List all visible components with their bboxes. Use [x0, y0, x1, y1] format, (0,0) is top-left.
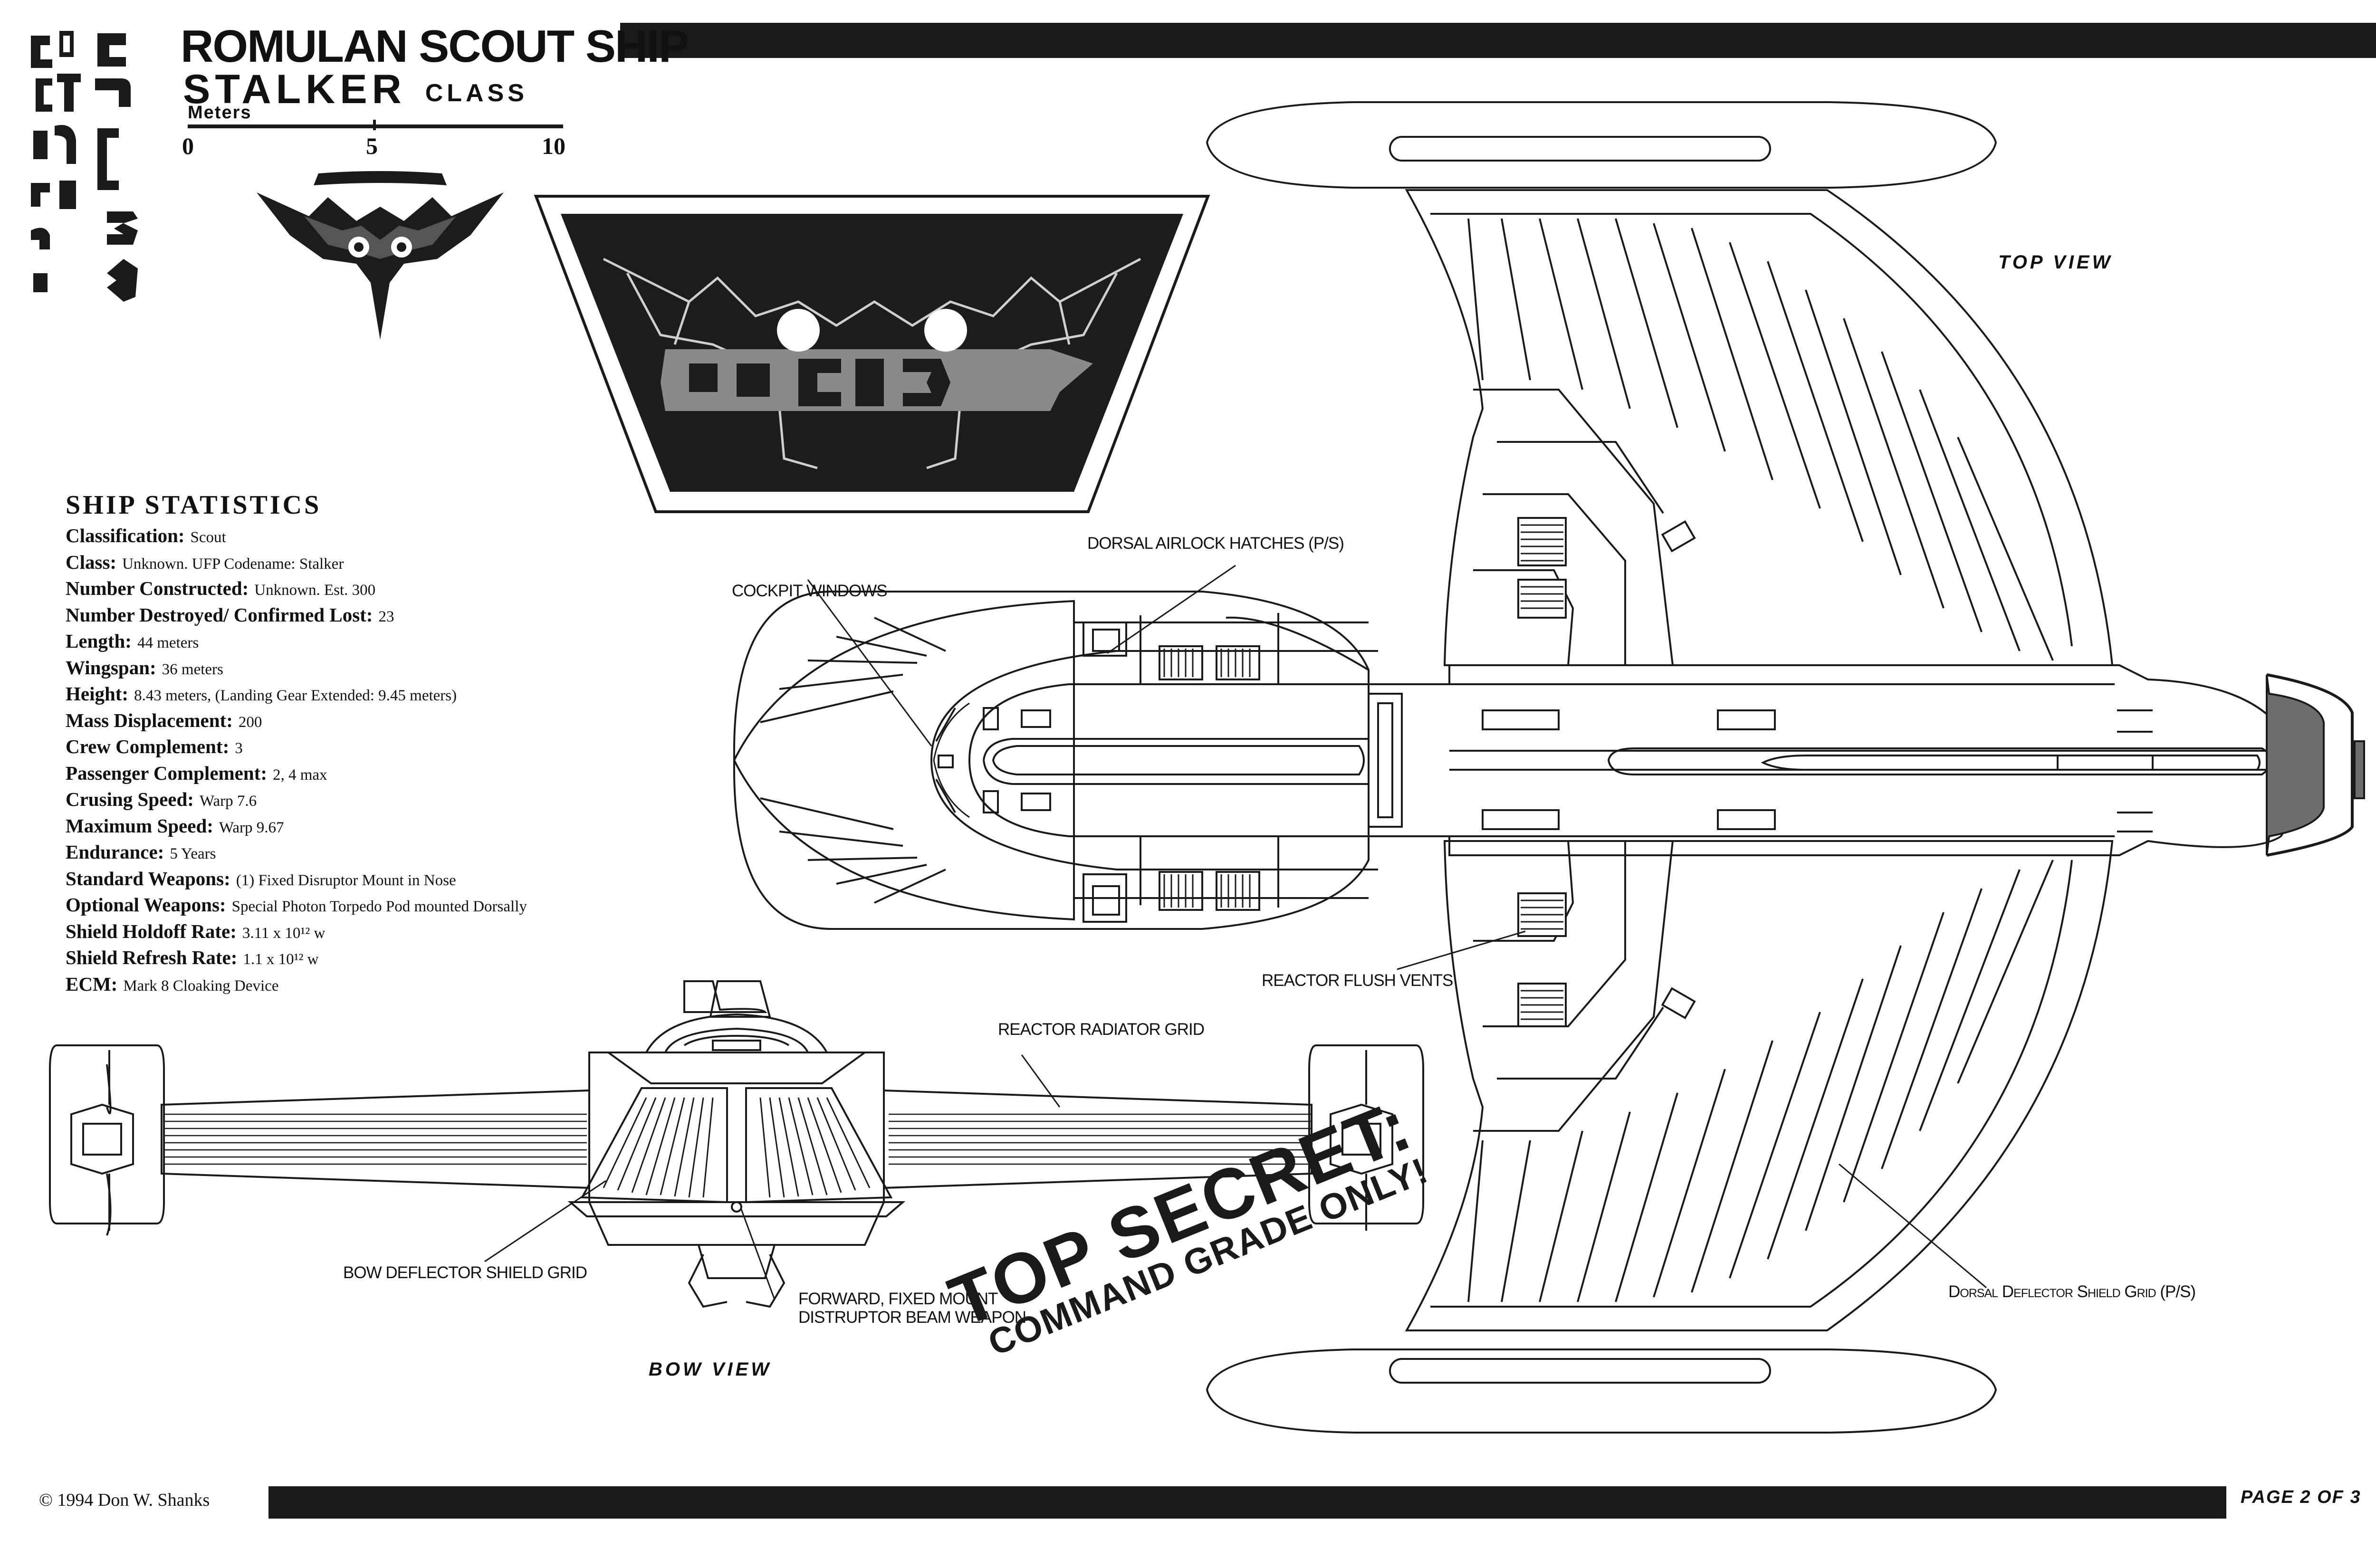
ship-statistics-heading: SHIP STATISTICS	[66, 490, 322, 520]
callout-reactor-radiator-grid: REACTOR RADIATOR GRID	[998, 1020, 1205, 1039]
upper-wing	[1405, 189, 2114, 666]
stat-value: Warp 9.67	[219, 819, 284, 836]
stat-value: 3	[235, 740, 243, 757]
stat-label: Class:	[66, 551, 117, 573]
stat-row: Height: 8.43 meters, (Landing Gear Extend…	[66, 681, 707, 708]
stat-label: Wingspan:	[66, 656, 156, 679]
stat-row: Passenger Complement: 2, 4 max	[66, 760, 707, 787]
stat-row: Crusing Speed: Warp 7.6	[66, 786, 707, 813]
stat-value: 44 meters	[137, 634, 199, 651]
stat-row: Classification: Scout	[66, 523, 707, 549]
stat-value: 3.11 x 10¹² w	[242, 924, 326, 942]
stat-value: Special Photon Torpedo Pod mounted Dorsa…	[231, 898, 527, 915]
callout-forward-mount-line-2: DISTRUPTOR BEAM WEAPON	[798, 1308, 1026, 1327]
stat-label: Shield Refresh Rate:	[66, 947, 238, 968]
title-line-2: STALKER CLASS	[183, 69, 528, 110]
stat-label: Crew Complement:	[66, 736, 230, 757]
upper-wing-pod	[1206, 101, 1997, 189]
stat-value: 2, 4 max	[272, 766, 327, 784]
romulan-emblem-large	[534, 195, 1210, 513]
scale-tick-0: 0	[182, 133, 194, 159]
stat-value: Mark 8 Cloaking Device	[123, 977, 279, 994]
stat-label: Classification:	[66, 525, 185, 546]
stat-row: Class: Unknown. UFP Codename: Stalker	[66, 549, 707, 576]
stat-row: Optional Weapons: Special Photon Torpedo …	[66, 892, 707, 918]
stat-label: Standard Weapons:	[66, 867, 230, 889]
stat-row: Mass Displacement: 200	[66, 708, 707, 734]
stat-row: Shield Holdoff Rate: 3.11 x 10¹² w	[66, 918, 707, 945]
page-number: PAGE 2 OF 3	[2241, 1487, 2361, 1507]
scale-tick-5: 5	[366, 133, 378, 159]
stat-label: Shield Holdoff Rate:	[66, 920, 237, 942]
stat-row: Number Constructed: Unknown. Est. 300	[66, 575, 707, 602]
top-view-label: TOP VIEW	[1998, 252, 2113, 273]
stat-row: Crew Complement: 3	[66, 734, 707, 760]
stat-value: 36 meters	[162, 660, 223, 678]
stat-value: (1) Fixed Disruptor Mount in Nose	[236, 871, 456, 889]
copyright: © 1994 Don W. Shanks	[39, 1490, 210, 1510]
lower-wing	[1405, 840, 2114, 1331]
stat-label: Mass Displacement:	[66, 709, 233, 731]
stat-value: 200	[238, 713, 262, 731]
title-line-1: ROMULAN SCOUT SHIP	[181, 21, 689, 72]
stat-row: Standard Weapons: (1) Fixed Disruptor Mou…	[66, 866, 707, 892]
bow-left-wing	[161, 1089, 590, 1189]
stat-label: Length:	[66, 630, 132, 652]
central-boom	[1368, 664, 2299, 856]
stat-label: Height:	[66, 683, 129, 705]
stat-value: Unknown. UFP Codename: Stalker	[122, 555, 344, 573]
stat-label: Number Destroyed/ Confirmed Lost:	[66, 603, 373, 626]
stat-row: Endurance: 5 Years	[66, 839, 707, 866]
scale-unit-label: Meters	[188, 103, 252, 123]
callout-reactor-flush-vents: REACTOR FLUSH VENTS	[1262, 971, 1453, 990]
stat-row: Wingspan: 36 meters	[66, 655, 707, 681]
stat-value: 8.43 meters, (Landing Gear Extended: 9.4…	[134, 687, 457, 704]
stat-row: Length: 44 meters	[66, 628, 707, 655]
stat-label: Maximum Speed:	[66, 814, 213, 837]
ship-class-name: STALKER	[183, 67, 406, 112]
callout-cockpit-windows: COCKPIT WINDOWS	[732, 582, 888, 600]
stat-value: 5 Years	[170, 845, 216, 862]
stat-label: Optional Weapons:	[66, 894, 226, 916]
stat-value: Warp 7.6	[199, 793, 257, 810]
callout-dorsal-deflector: Dorsal Deflector Shield Grid (P/S)	[1948, 1282, 2196, 1301]
stat-row: Shield Refresh Rate: 1.1 x 10¹² w	[66, 945, 707, 971]
stat-label: Crusing Speed:	[66, 788, 194, 810]
header-bar	[620, 23, 2376, 58]
scale-bar-mid-tick	[373, 120, 376, 130]
scale-tick-10: 10	[542, 133, 565, 159]
stat-label: Passenger Complement:	[66, 762, 267, 784]
callout-bow-deflector: BOW DEFLECTOR SHIELD GRID	[343, 1263, 587, 1282]
stat-row: ECM: Mark 8 Cloaking Device	[66, 971, 707, 998]
romulan-script-glyphs	[31, 31, 138, 302]
stat-value: Scout	[190, 529, 226, 546]
stat-row: Number Destroyed/ Confirmed Lost: 23	[66, 602, 707, 629]
upper-pod-slot	[1389, 136, 1771, 162]
romulan-emblem-small	[257, 171, 504, 340]
callout-dorsal-airlock: DORSAL AIRLOCK HATCHES (P/S)	[1087, 534, 1344, 553]
footer-bar	[268, 1486, 2226, 1519]
stat-value: 1.1 x 10¹² w	[243, 951, 319, 968]
bow-view-label: BOW VIEW	[649, 1359, 772, 1380]
forward-hull	[733, 591, 1370, 930]
lower-wing-pod	[1206, 1348, 1997, 1434]
callout-forward-mount-line-1: FORWARD, FIXED MOUNT	[798, 1290, 998, 1308]
stat-value: Unknown. Est. 300	[254, 582, 376, 599]
stat-label: Endurance:	[66, 841, 164, 863]
stat-label: Number Constructed:	[66, 577, 249, 599]
lower-pod-slot	[1389, 1358, 1771, 1384]
stat-label: ECM:	[66, 973, 118, 995]
stat-value: 23	[378, 608, 394, 625]
class-label: CLASS	[425, 79, 528, 107]
stat-row: Maximum Speed: Warp 9.67	[66, 813, 707, 840]
